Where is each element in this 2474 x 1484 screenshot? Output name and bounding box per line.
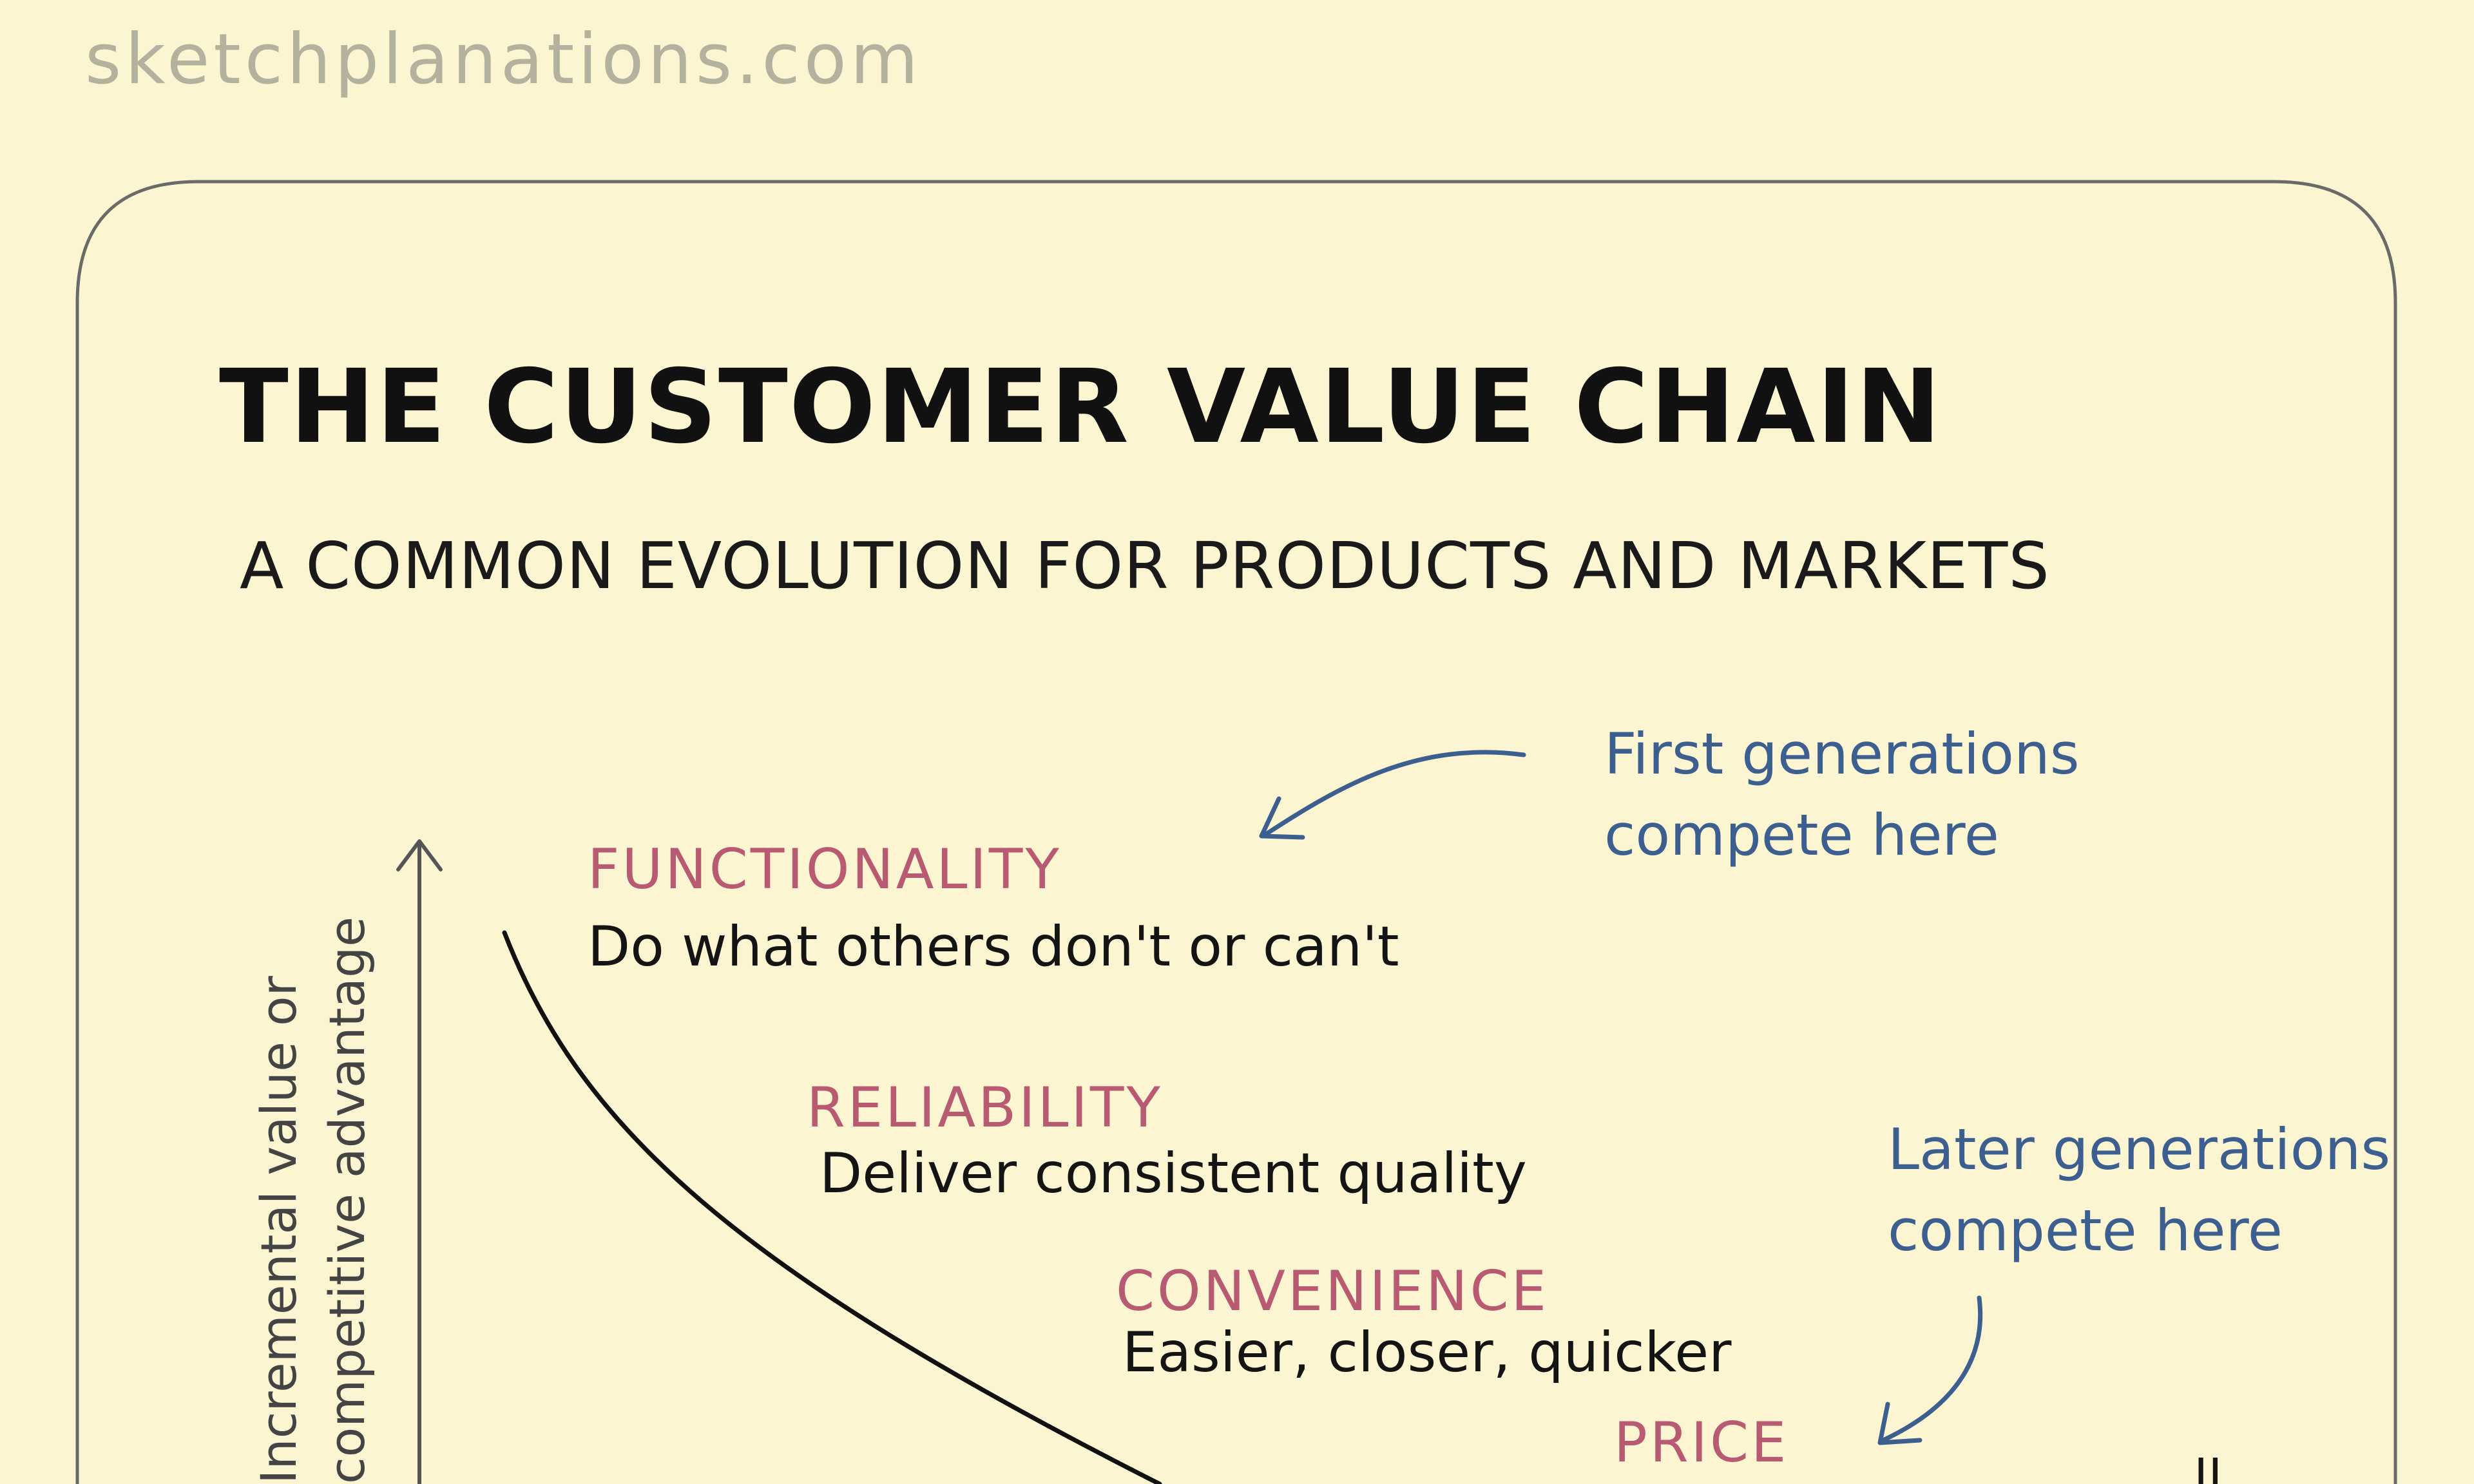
stage-functionality-description: Do what others don't or can't xyxy=(588,915,1399,979)
later-generations-arrowhead xyxy=(1877,1402,1923,1445)
later-generations-note: Later generations compete here xyxy=(1888,1109,2390,1271)
first-generations-arrowhead xyxy=(1259,796,1305,840)
first-generations-arrow xyxy=(1263,750,1526,837)
first-generations-note-line1: First generations xyxy=(1604,721,2080,787)
stage-reliability-label: RELIABILITY xyxy=(807,1076,1163,1140)
value-curve xyxy=(502,930,1162,1484)
stage-convenience-label: CONVENIENCE xyxy=(1116,1259,1549,1324)
page-title: THE CUSTOMER VALUE CHAIN xyxy=(219,348,1942,466)
stage-functionality-label: FUNCTIONALITY xyxy=(588,837,1062,902)
cutoff-text: ll xyxy=(2194,1449,2223,1484)
later-generations-arrow xyxy=(1882,1295,1983,1442)
watermark: sketchplanations.com xyxy=(85,19,923,100)
stage-price-label: PRICE xyxy=(1614,1411,1789,1475)
y-axis-label-line2: competitive advantage xyxy=(318,917,376,1484)
y-axis-label: Incremental value or competitive advanta… xyxy=(245,917,381,1484)
stage-reliability-description: Deliver consistent quality xyxy=(820,1141,1527,1206)
y-axis-label-line1: Incremental value or xyxy=(250,976,307,1484)
later-generations-note-line1: Later generations xyxy=(1888,1116,2391,1183)
first-generations-note-line2: compete here xyxy=(1604,802,1999,868)
y-axis-arrowhead xyxy=(396,839,443,871)
stage-convenience-description: Easier, closer, quicker xyxy=(1122,1320,1732,1385)
card-border xyxy=(75,180,2397,1484)
page-subtitle: A COMMON EVOLUTION FOR PRODUCTS AND MARK… xyxy=(240,528,2050,604)
later-generations-note-line2: compete here xyxy=(1888,1197,2283,1264)
first-generations-note: First generations compete here xyxy=(1604,714,2080,876)
